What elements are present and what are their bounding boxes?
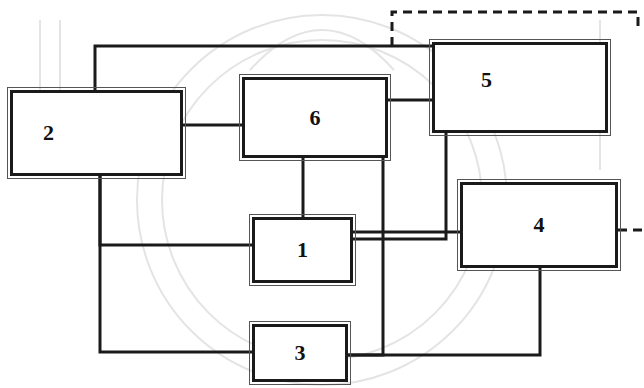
connector-line bbox=[100, 176, 252, 245]
process-box: 6 bbox=[242, 77, 388, 158]
connector-line bbox=[100, 176, 252, 352]
connector-line bbox=[302, 158, 305, 217]
connector-line bbox=[348, 268, 540, 355]
process-box: 4 bbox=[460, 182, 618, 268]
process-box: 3 bbox=[252, 324, 348, 382]
block-number: 6 bbox=[310, 107, 321, 129]
block-number: 2 bbox=[43, 122, 54, 144]
process-box: 5 bbox=[432, 42, 608, 133]
connector-line bbox=[353, 231, 460, 234]
process-box: 2 bbox=[10, 90, 183, 176]
block-number: 4 bbox=[534, 214, 545, 236]
process-box: 1 bbox=[252, 217, 353, 283]
connector-line bbox=[348, 158, 383, 355]
block-number: 3 bbox=[295, 342, 306, 364]
connector-line bbox=[183, 124, 242, 127]
block-number: 5 bbox=[481, 69, 492, 91]
block-number: 1 bbox=[297, 239, 308, 261]
connector-line bbox=[388, 99, 432, 102]
